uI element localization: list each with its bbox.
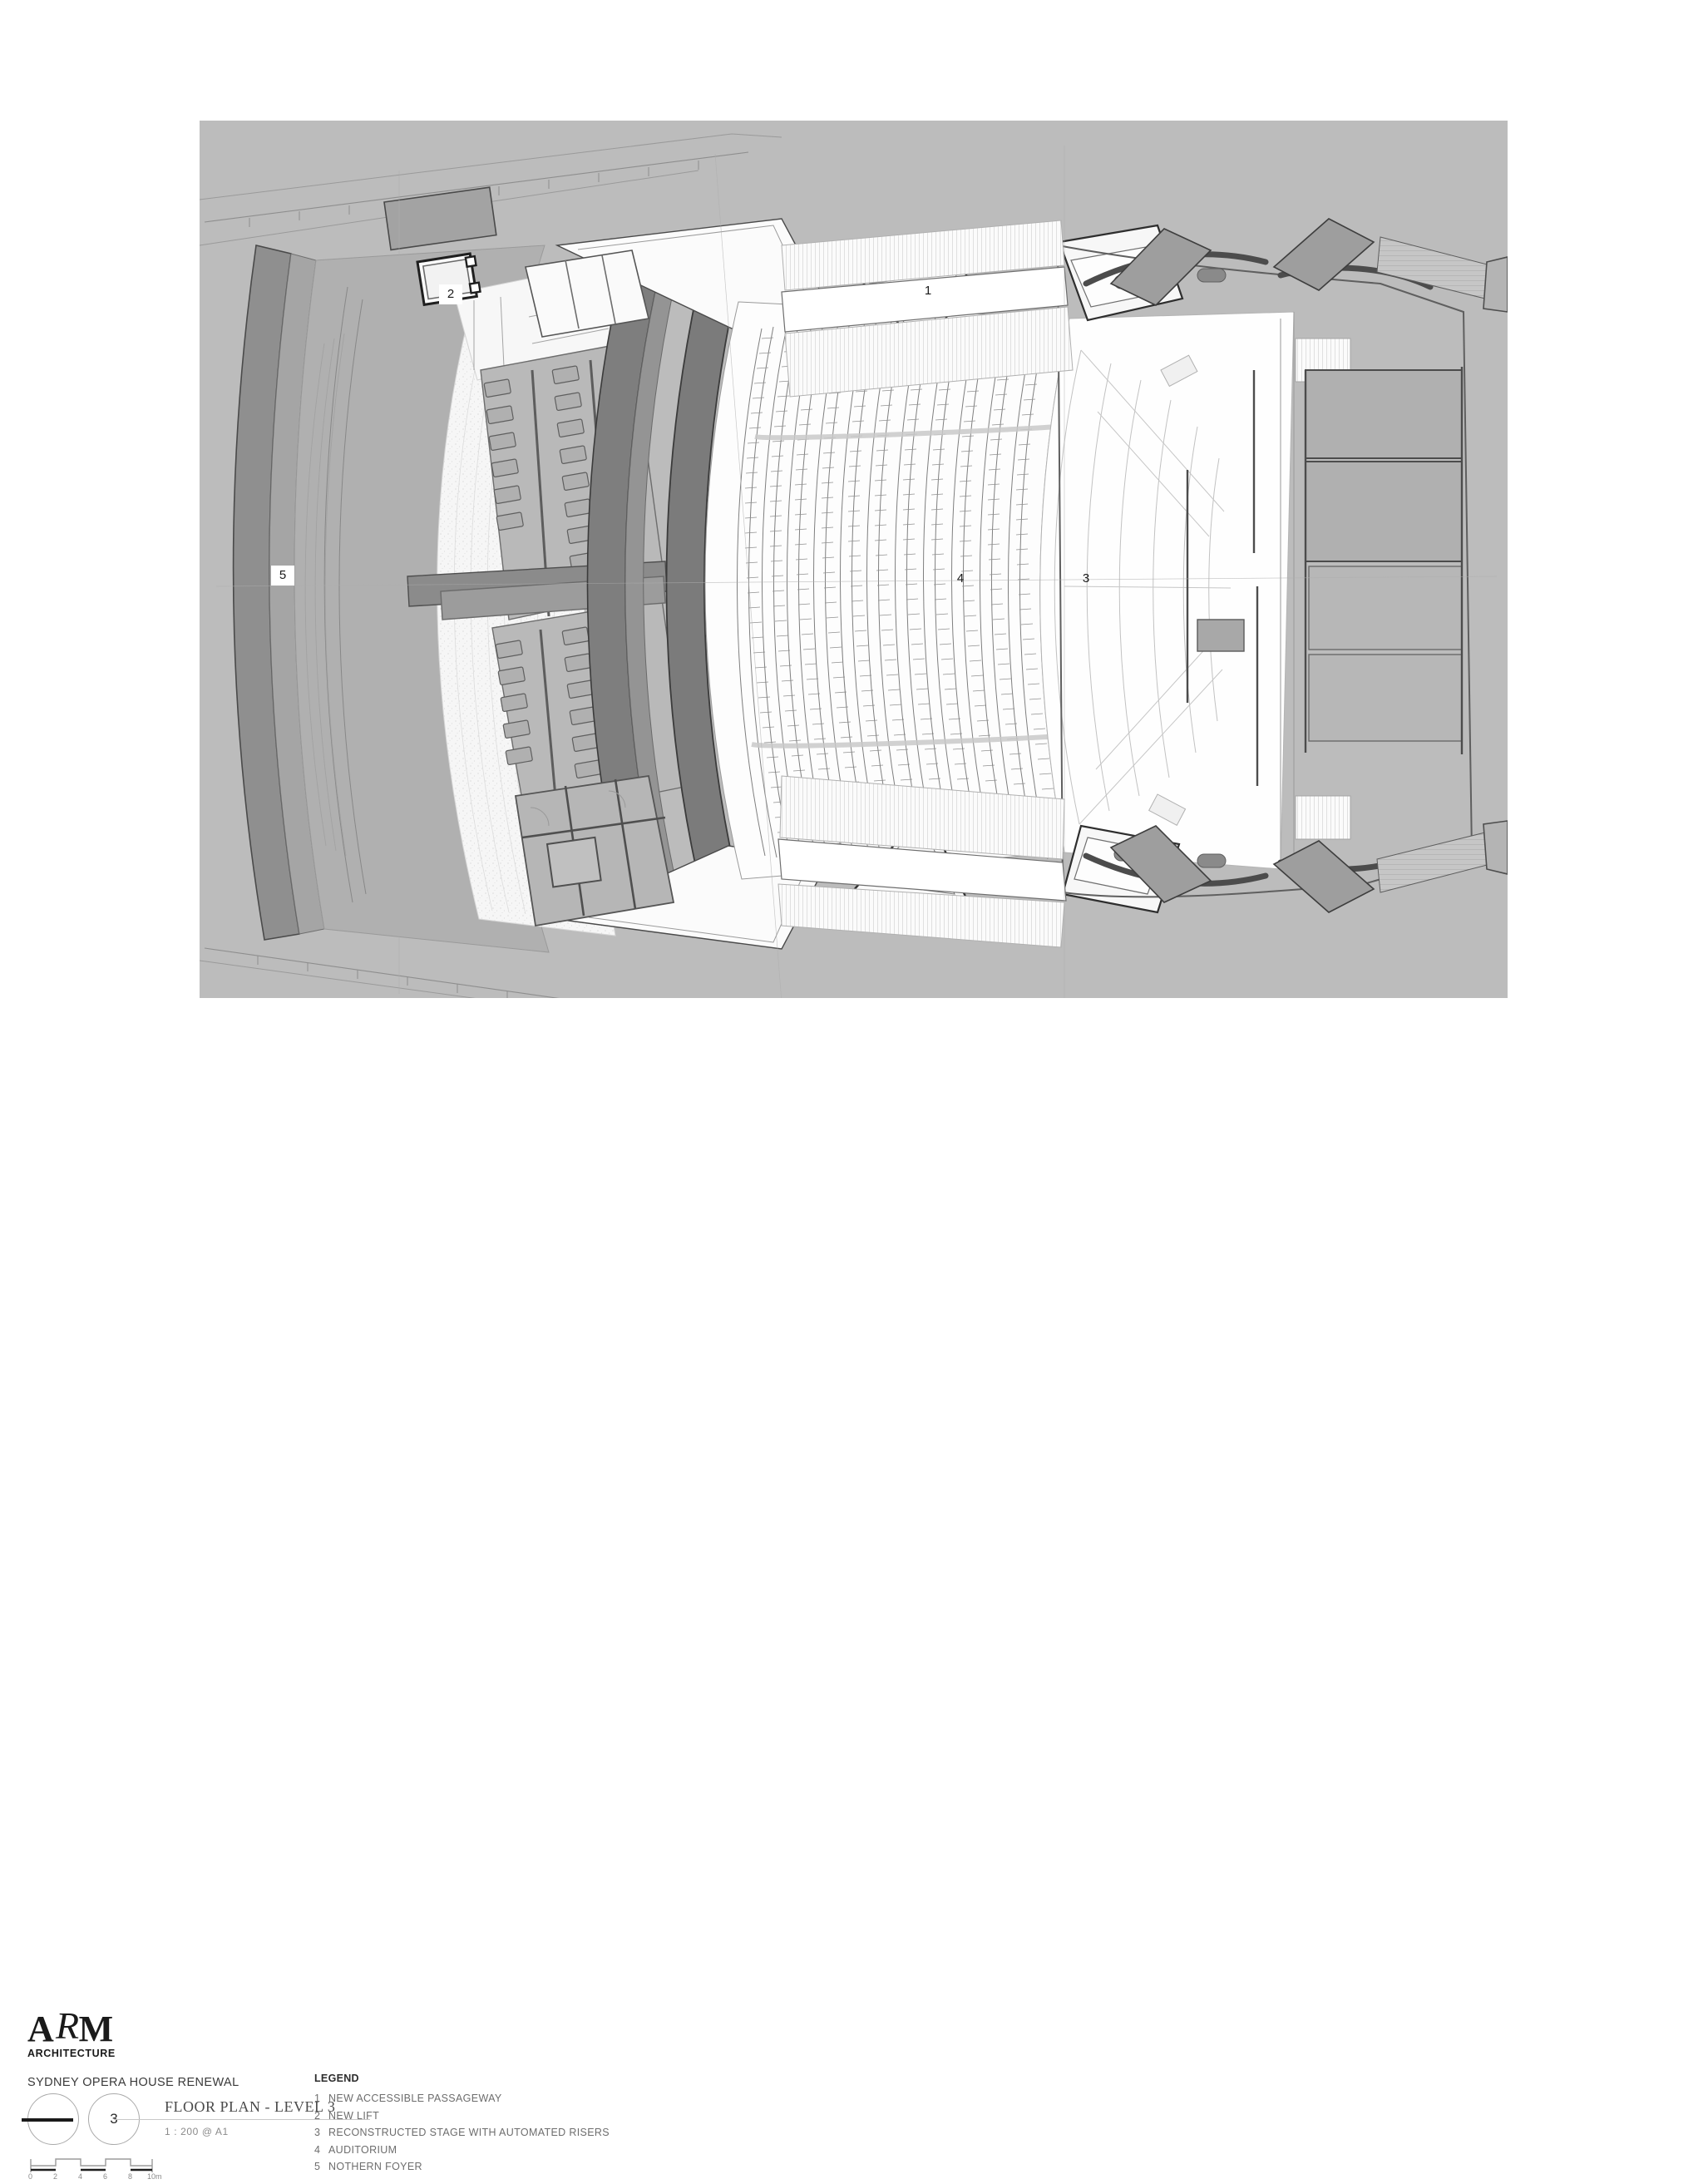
legend-item-3: 3 RECONSTRUCTED STAGE WITH AUTOMATED RIS… bbox=[314, 2124, 747, 2142]
legend-item-2-label: NEW LIFT bbox=[328, 2109, 380, 2122]
scale-tick-6: 6 bbox=[103, 2172, 108, 2181]
auditorium-aisles bbox=[751, 424, 1060, 749]
scale-tick-10m: 10m bbox=[147, 2172, 162, 2181]
legend-item-4-number: 4 bbox=[314, 2143, 321, 2156]
scale-tick-2: 2 bbox=[53, 2172, 58, 2181]
legend-item-1: 1 NEW ACCESSIBLE PASSAGEWAY bbox=[314, 2090, 747, 2107]
toilet-fixtures bbox=[483, 365, 602, 779]
arm-script-r-glyph: R bbox=[56, 2004, 79, 2047]
title-block: ARMR ARCHITECTURE SYDNEY OPERA HOUSE REN… bbox=[0, 998, 1703, 2181]
sheet-title: FLOOR PLAN - LEVEL 3 bbox=[165, 2098, 336, 2115]
upper-service-rooms bbox=[383, 186, 649, 338]
plan-marker-3: 3 bbox=[1082, 571, 1090, 586]
plan-marker-4: 4 bbox=[956, 571, 965, 586]
scale-tick-4: 4 bbox=[78, 2172, 83, 2181]
legend-item-4: 4 AUDITORIUM bbox=[314, 2142, 747, 2159]
foyer-glazing bbox=[323, 286, 367, 903]
exterior-platform bbox=[1483, 256, 1508, 875]
plan-marker-5: 5 bbox=[271, 566, 294, 586]
legend-heading: LEGEND bbox=[314, 2073, 359, 2084]
arm-architecture-label: ARCHITECTURE bbox=[27, 2048, 116, 2059]
foyer-terrace-steps bbox=[304, 333, 347, 857]
legend-item-2: 2 NEW LIFT bbox=[314, 2107, 747, 2125]
plan-marker-2: 2 bbox=[439, 284, 462, 304]
exterior-ramps bbox=[1109, 218, 1375, 913]
backofhouse-rooms bbox=[1186, 367, 1464, 786]
reference-lines bbox=[215, 146, 1498, 1010]
scale-bar-graphic bbox=[30, 2158, 153, 2172]
legend-item-2-number: 2 bbox=[314, 2109, 321, 2122]
legend-item-4-label: AUDITORIUM bbox=[328, 2143, 397, 2156]
scale-tick-8: 8 bbox=[128, 2172, 133, 2181]
legend-item-3-label: RECONSTRUCTED STAGE WITH AUTOMATED RISER… bbox=[328, 2127, 610, 2138]
legend-item-5: 5 NOTHERN FOYER bbox=[314, 2158, 747, 2176]
legend-item-1-label: NEW ACCESSIBLE PASSAGEWAY bbox=[328, 2093, 502, 2104]
north-arrow-bar bbox=[22, 2118, 73, 2122]
legend-item-5-label: NOTHERN FOYER bbox=[328, 2161, 422, 2172]
scale-tick-0: 0 bbox=[28, 2172, 33, 2181]
legend-item-1-number: 1 bbox=[314, 2093, 321, 2104]
arm-wordmark: ARMR bbox=[27, 2004, 113, 2049]
project-title: SYDNEY OPERA HOUSE RENEWAL bbox=[27, 2076, 239, 2089]
legend-panel: LEGEND 1 NEW ACCESSIBLE PASSAGEWAY 2 NEW… bbox=[314, 2073, 747, 2176]
graphic-scale-bar: 0 2 4 6 8 10m bbox=[27, 2154, 162, 2184]
floor-plan-vector bbox=[200, 121, 1508, 1044]
floor-plan-drawing: 1 2 3 4 5 bbox=[200, 121, 1508, 1044]
arm-practice-logo: ARMR ARCHITECTURE bbox=[27, 2004, 144, 2060]
legend-item-3-number: 3 bbox=[314, 2127, 321, 2138]
sheet-scale-label: 1 : 200 @ A1 bbox=[165, 2126, 229, 2137]
north-arrow-icon bbox=[22, 2093, 79, 2145]
plan-marker-1: 1 bbox=[916, 281, 940, 301]
legend-item-5-number: 5 bbox=[314, 2161, 321, 2172]
new-accessible-passageway bbox=[777, 220, 1074, 948]
reconstructed-stage bbox=[1039, 311, 1351, 874]
lower-service-rooms bbox=[514, 774, 675, 927]
